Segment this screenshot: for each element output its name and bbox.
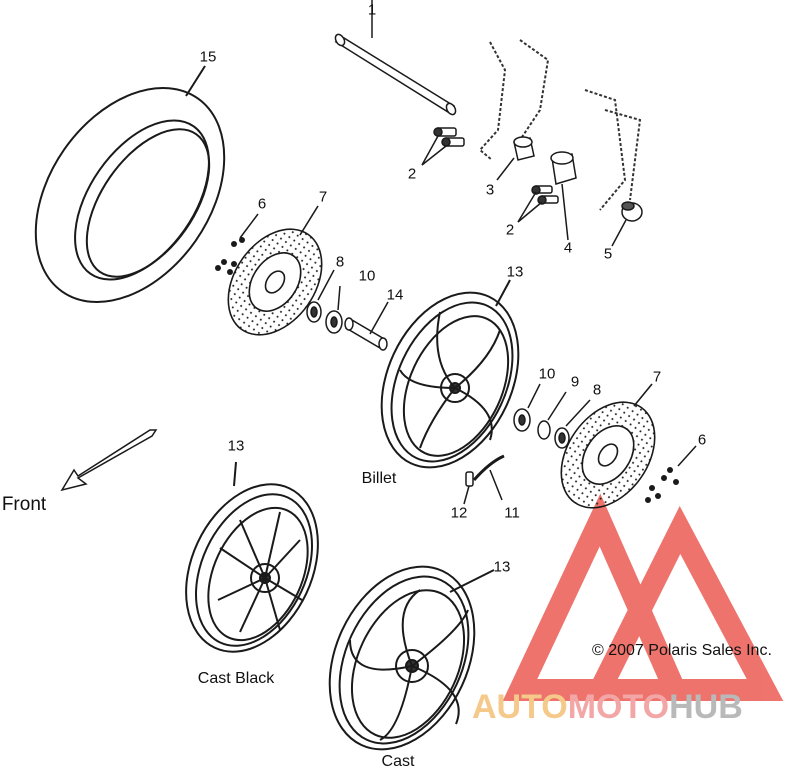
part-rotor-bolts-left [215,213,259,275]
copyright-notice: © 2007 Polaris Sales Inc. [592,642,772,659]
front-direction-arrow [60,429,158,492]
part-tire [34,65,226,303]
part-snap-ring [537,391,567,440]
callout-11: 11 [504,504,520,522]
caption-billet: Billet [361,470,397,487]
caption-cast: Cast [381,753,415,770]
part-pinch-bolts-lower [517,185,559,223]
callout-3: 3 [485,181,495,199]
part-seal-right [554,399,591,449]
part-bearing-right [513,383,541,432]
part-brake-rotor-right [560,383,656,509]
part-pinch-bolts-upper [421,127,465,166]
watermark-part-auto: AUTO [472,688,568,726]
callout-8-left: 8 [335,253,345,271]
part-axle [334,0,457,116]
callout-10-right: 10 [538,365,556,383]
callout-6-left: 6 [257,195,267,213]
watermark-wordmark: AUTOMOTOHUB [472,688,743,727]
callout-2-lower: 2 [505,221,515,239]
part-rotor-bolts-right [645,445,697,503]
part-spacer-tube [344,301,389,351]
watermark-part-moto: MOTO [567,688,670,726]
callout-2-upper: 2 [407,165,417,183]
part-wheel-cast-black [185,461,319,653]
watermark-logo [502,493,784,701]
callout-9: 9 [570,373,580,391]
part-spacer [496,136,535,181]
part-brake-rotor-left [227,205,323,336]
fork-leg-sketch [478,39,642,211]
callout-1: 1 [367,1,377,19]
callout-13-cast-black: 13 [227,437,245,455]
callout-6-right: 6 [697,431,707,449]
callout-7-right: 7 [652,368,662,386]
part-wheel-cast [328,565,495,751]
callout-8-right: 8 [592,381,602,399]
part-seal-left [306,269,335,323]
part-axle-nut [611,201,643,247]
callout-13-cast: 13 [493,558,511,576]
part-wheel-billet [380,279,520,469]
callout-15: 15 [199,48,217,66]
callout-13-billet: 13 [506,263,524,281]
part-valve [463,471,474,505]
callout-7-left: 7 [318,188,328,206]
part-spacer-2 [550,151,577,241]
callout-5: 5 [603,245,613,263]
part-bearing-left [325,285,343,334]
caption-cast-black: Cast Black [197,670,275,687]
callout-14: 14 [386,286,404,304]
caption-front: Front [1,494,47,515]
callout-4: 4 [563,239,573,257]
part-valve-stem [472,454,505,501]
callout-10-left: 10 [358,267,376,285]
watermark-part-hub: HUB [669,688,743,726]
callout-12: 12 [450,504,468,522]
